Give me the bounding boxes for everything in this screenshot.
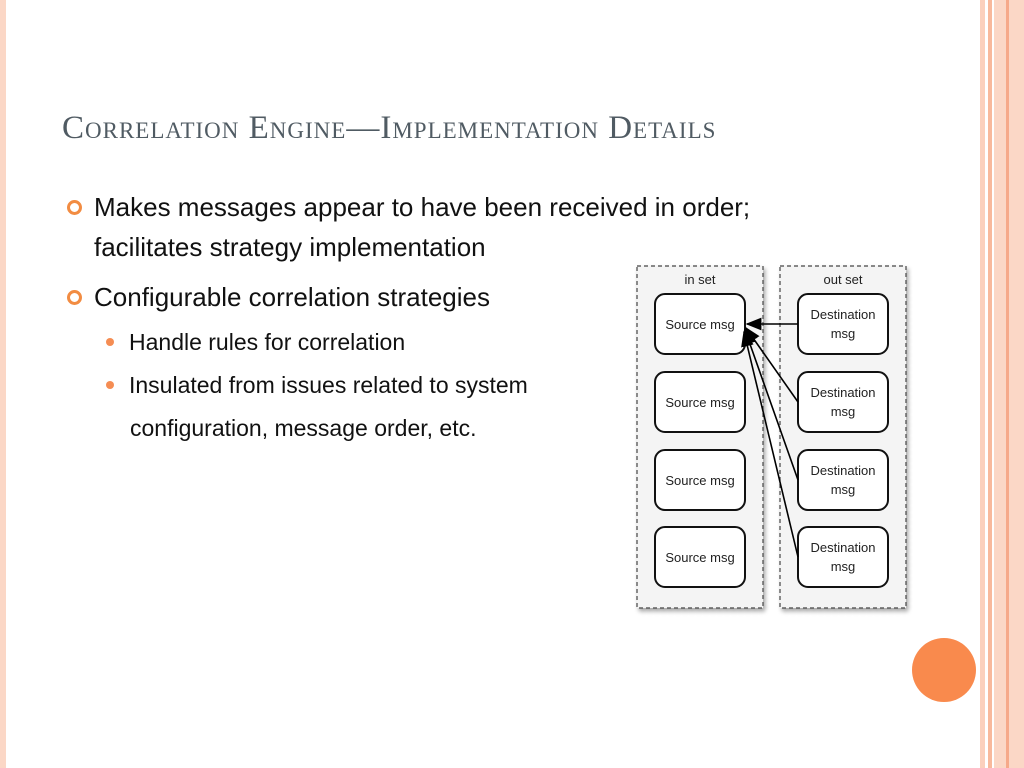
- in-set-label: in set: [684, 272, 715, 287]
- svg-text:msg: msg: [831, 559, 856, 574]
- ring-bullet-icon: [67, 290, 82, 305]
- svg-text:Source msg: Source msg: [665, 473, 734, 488]
- svg-text:Destination: Destination: [810, 385, 875, 400]
- sub-bullet-item: Handle rules for correlation: [106, 326, 405, 358]
- dot-bullet-icon: [106, 381, 114, 389]
- correlation-diagram: in set out set Source msg Source msg Sou…: [636, 265, 907, 609]
- bullet-item: Configurable correlation strategies: [67, 277, 490, 317]
- svg-text:msg: msg: [831, 482, 856, 497]
- slide-title: Correlation Engine—Implementation Detail…: [62, 110, 717, 146]
- bullet-text: Configurable correlation strategies: [94, 282, 490, 312]
- svg-text:Source msg: Source msg: [665, 550, 734, 565]
- dot-bullet-icon: [106, 338, 114, 346]
- svg-text:Source msg: Source msg: [665, 317, 734, 332]
- bullet-text: Makes messages appear to have been recei…: [94, 192, 751, 262]
- correlation-arrow: [741, 330, 799, 558]
- source-msg-box: Source msg: [654, 293, 746, 355]
- svg-text:Destination: Destination: [810, 463, 875, 478]
- svg-text:Destination: Destination: [810, 540, 875, 555]
- destination-msg-box: Destination msg: [797, 371, 889, 433]
- sub-bullet-continuation: configuration, message order, etc.: [130, 415, 477, 441]
- svg-text:Destination: Destination: [810, 307, 875, 322]
- source-msg-box: Source msg: [654, 371, 746, 433]
- out-set-label: out set: [823, 272, 862, 287]
- right-border-stripe: [994, 0, 1024, 768]
- source-msg-box: Source msg: [654, 449, 746, 511]
- source-msg-box: Source msg: [654, 526, 746, 588]
- ring-bullet-icon: [67, 200, 82, 215]
- svg-text:Source msg: Source msg: [665, 395, 734, 410]
- destination-msg-box: Destination msg: [797, 449, 889, 511]
- svg-text:msg: msg: [831, 404, 856, 419]
- right-border-stripe: [988, 0, 992, 768]
- correlation-arrow: [743, 328, 799, 481]
- left-border-stripe: [0, 0, 6, 768]
- sub-bullet-text: Insulated from issues related to system: [129, 372, 528, 398]
- svg-text:msg: msg: [831, 326, 856, 341]
- bullet-item: Makes messages appear to have been recei…: [67, 187, 750, 267]
- sub-bullet-item: Insulated from issues related to system: [106, 369, 528, 401]
- right-border-stripe: [1006, 0, 1009, 768]
- decorative-orange-circle: [912, 638, 976, 702]
- destination-msg-box: Destination msg: [797, 526, 889, 588]
- destination-msg-box: Destination msg: [797, 293, 889, 355]
- sub-bullet-text: Handle rules for correlation: [129, 329, 406, 355]
- right-border-stripe: [980, 0, 985, 768]
